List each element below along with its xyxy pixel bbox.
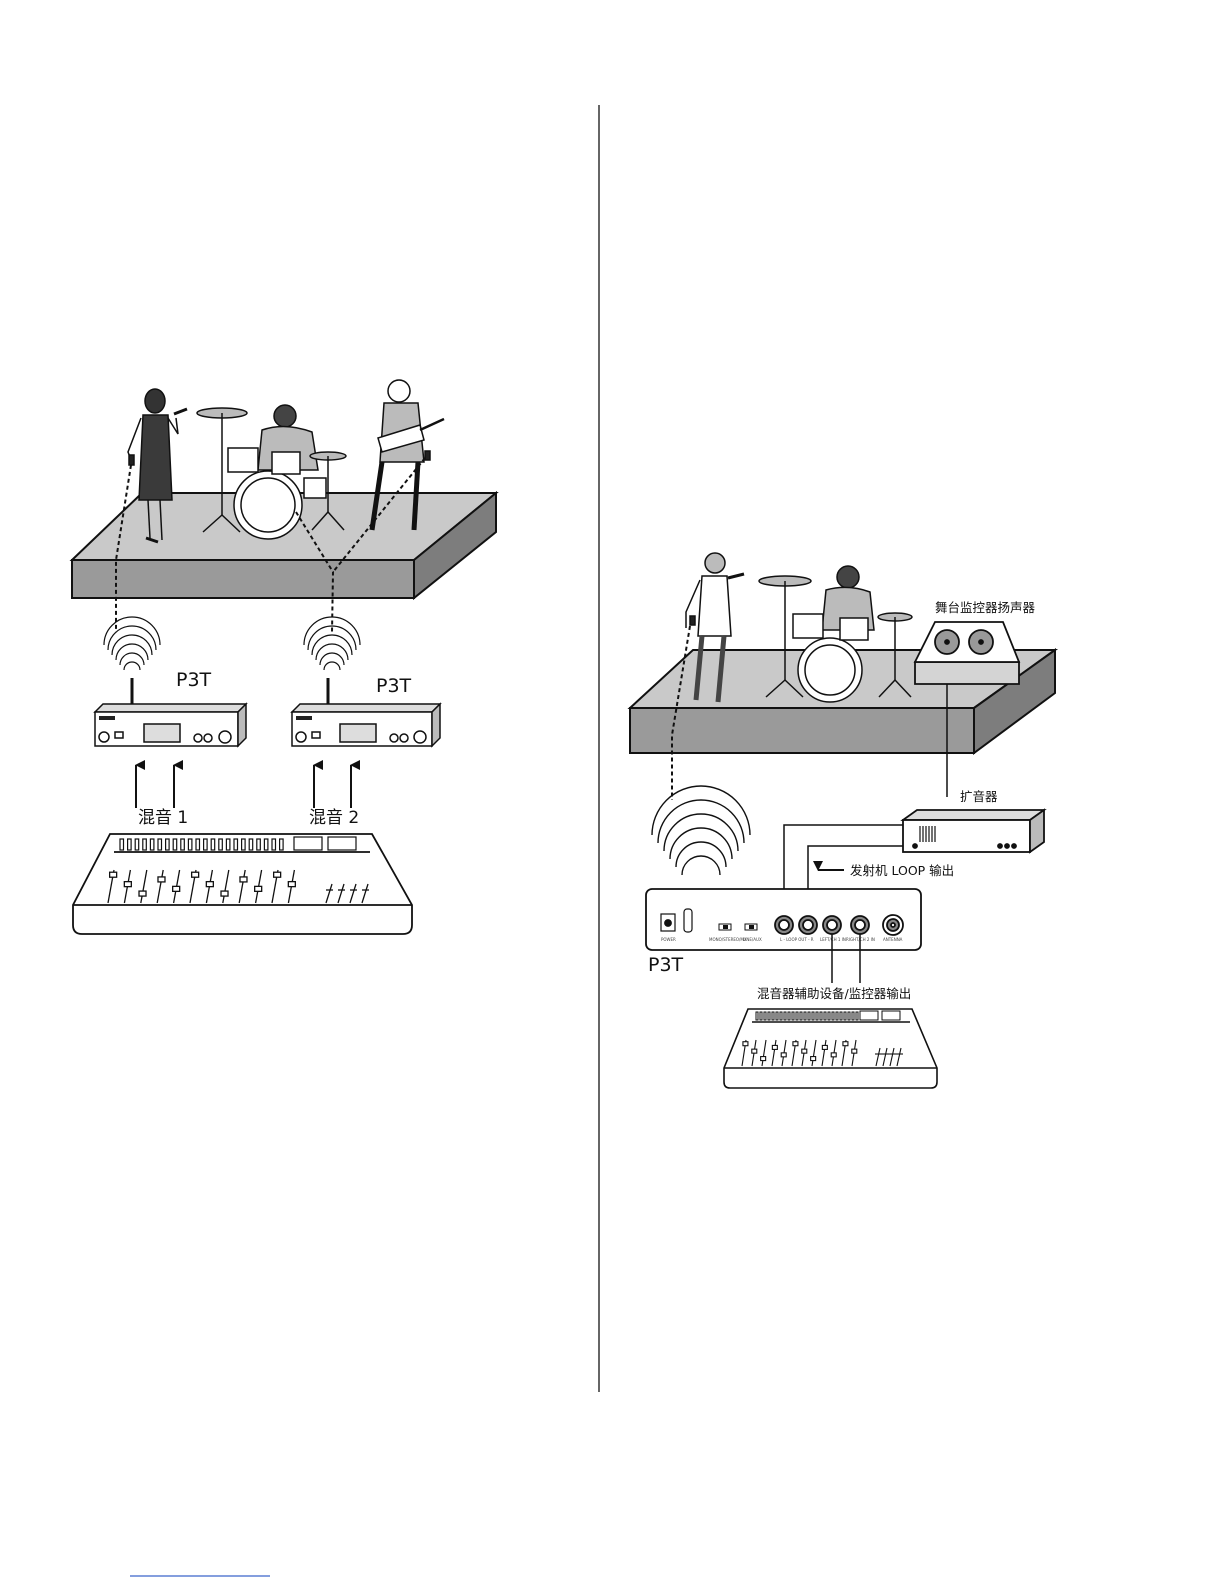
console-fader-knob xyxy=(139,891,146,896)
console-slot xyxy=(196,839,200,850)
console-slot xyxy=(211,839,215,850)
console-slot xyxy=(788,1012,790,1020)
console-slot xyxy=(816,1012,818,1020)
panel-power-label: POWER xyxy=(661,937,676,942)
console-slot xyxy=(824,1012,826,1020)
console-slot xyxy=(756,1012,758,1020)
mix2-label: 混音 2 xyxy=(309,808,359,828)
console-slot xyxy=(856,1012,858,1020)
mixing-console-right xyxy=(724,1009,937,1088)
panel-leftin-label: LEFT/CH 1 IN xyxy=(820,937,846,942)
p3t-label-left: P3T xyxy=(176,669,212,691)
panel-mono-label: MONO/STEREO/MX xyxy=(709,937,747,942)
left-arrows xyxy=(136,765,351,808)
console-fader-knob xyxy=(288,882,295,887)
console-slot xyxy=(772,1012,774,1020)
p3t-label-panel: P3T xyxy=(648,954,684,976)
console-slot xyxy=(188,839,192,850)
console-fader-knob xyxy=(793,1042,798,1046)
console-fader-knob xyxy=(110,872,117,877)
console-slot xyxy=(800,1012,802,1020)
p3t-label-right: P3T xyxy=(376,675,412,697)
signal-waves-right xyxy=(652,786,750,875)
transmitter-unit-right xyxy=(292,678,440,746)
console-slot xyxy=(272,839,276,850)
transmitter-unit-left xyxy=(95,678,246,746)
console-slot xyxy=(784,1012,786,1020)
stage-monitor-speaker xyxy=(915,622,1019,684)
stage-monitor-label: 舞台监控器扬声器 xyxy=(935,600,1036,615)
console-slot xyxy=(181,839,185,850)
console-fader-knob xyxy=(752,1049,757,1053)
console-slot xyxy=(219,839,223,850)
console-slot xyxy=(173,839,177,850)
console-fader-knob xyxy=(124,882,131,887)
console-fader-knob xyxy=(206,882,213,887)
console-slot xyxy=(280,839,284,850)
console-slot xyxy=(234,839,238,850)
console-slot xyxy=(796,1012,798,1020)
console-fader-knob xyxy=(772,1045,777,1049)
console-slot xyxy=(760,1012,762,1020)
console-slot xyxy=(828,1012,830,1020)
console-slot xyxy=(776,1012,778,1020)
console-slot xyxy=(844,1012,846,1020)
console-slot xyxy=(143,839,147,850)
panel-lineaux-label: LINE/AUX xyxy=(743,937,762,942)
console-slot xyxy=(780,1012,782,1020)
loop-out-label: 发射机 LOOP 输出 xyxy=(850,863,954,878)
console-slot xyxy=(812,1012,814,1020)
console-fader-knob xyxy=(240,877,247,882)
console-slot xyxy=(204,839,208,850)
console-slot xyxy=(832,1012,834,1020)
mixer-out-label: 混音器辅助设备/监控器输出 xyxy=(757,986,911,1001)
signal-waves-left xyxy=(104,617,360,670)
console-slot xyxy=(128,839,132,850)
console-slot xyxy=(120,839,124,850)
amplifier-label: 扩音器 xyxy=(960,789,998,804)
console-slot xyxy=(226,839,230,850)
console-fader-knob xyxy=(743,1042,748,1046)
console-fader-knob xyxy=(781,1053,786,1057)
amplifier-unit xyxy=(903,810,1044,852)
console-slot xyxy=(764,1012,766,1020)
console-fader-knob xyxy=(173,886,180,891)
console-slot xyxy=(792,1012,794,1020)
mixing-console-left xyxy=(73,834,412,934)
console-fader-knob xyxy=(255,886,262,891)
console-fader-knob xyxy=(831,1053,836,1057)
console-fader-knob xyxy=(802,1049,807,1053)
console-fader-knob xyxy=(761,1057,766,1061)
console-slot xyxy=(848,1012,850,1020)
console-slot xyxy=(166,839,170,850)
console-slot xyxy=(135,839,139,850)
console-slot xyxy=(150,839,154,850)
mix1-label: 混音 1 xyxy=(138,808,188,828)
console-fader-knob xyxy=(822,1045,827,1049)
console-fader-knob xyxy=(274,872,281,877)
console-fader-knob xyxy=(811,1057,816,1061)
console-slot xyxy=(820,1012,822,1020)
left-diagram: P3T P3T 混音 1 混音 2 xyxy=(72,380,496,934)
console-fader-knob xyxy=(221,891,228,896)
panel-loopout-label: L - LOOP OUT - R xyxy=(780,937,814,942)
console-slot xyxy=(158,839,162,850)
console-slot xyxy=(264,839,268,850)
console-slot xyxy=(836,1012,838,1020)
console-slot xyxy=(257,839,261,850)
console-slot xyxy=(840,1012,842,1020)
console-slot xyxy=(242,839,246,850)
console-fader-knob xyxy=(158,877,165,882)
console-fader-knob xyxy=(852,1049,857,1053)
console-slot xyxy=(768,1012,770,1020)
panel-antenna-label: ANTENNA xyxy=(883,937,903,942)
console-slot xyxy=(808,1012,810,1020)
console-fader-knob xyxy=(192,872,199,877)
console-slot xyxy=(804,1012,806,1020)
right-diagram: 舞台监控器扬声器 xyxy=(630,553,1055,1088)
console-slot xyxy=(852,1012,854,1020)
console-slot xyxy=(249,839,253,850)
console-fader-knob xyxy=(843,1042,848,1046)
